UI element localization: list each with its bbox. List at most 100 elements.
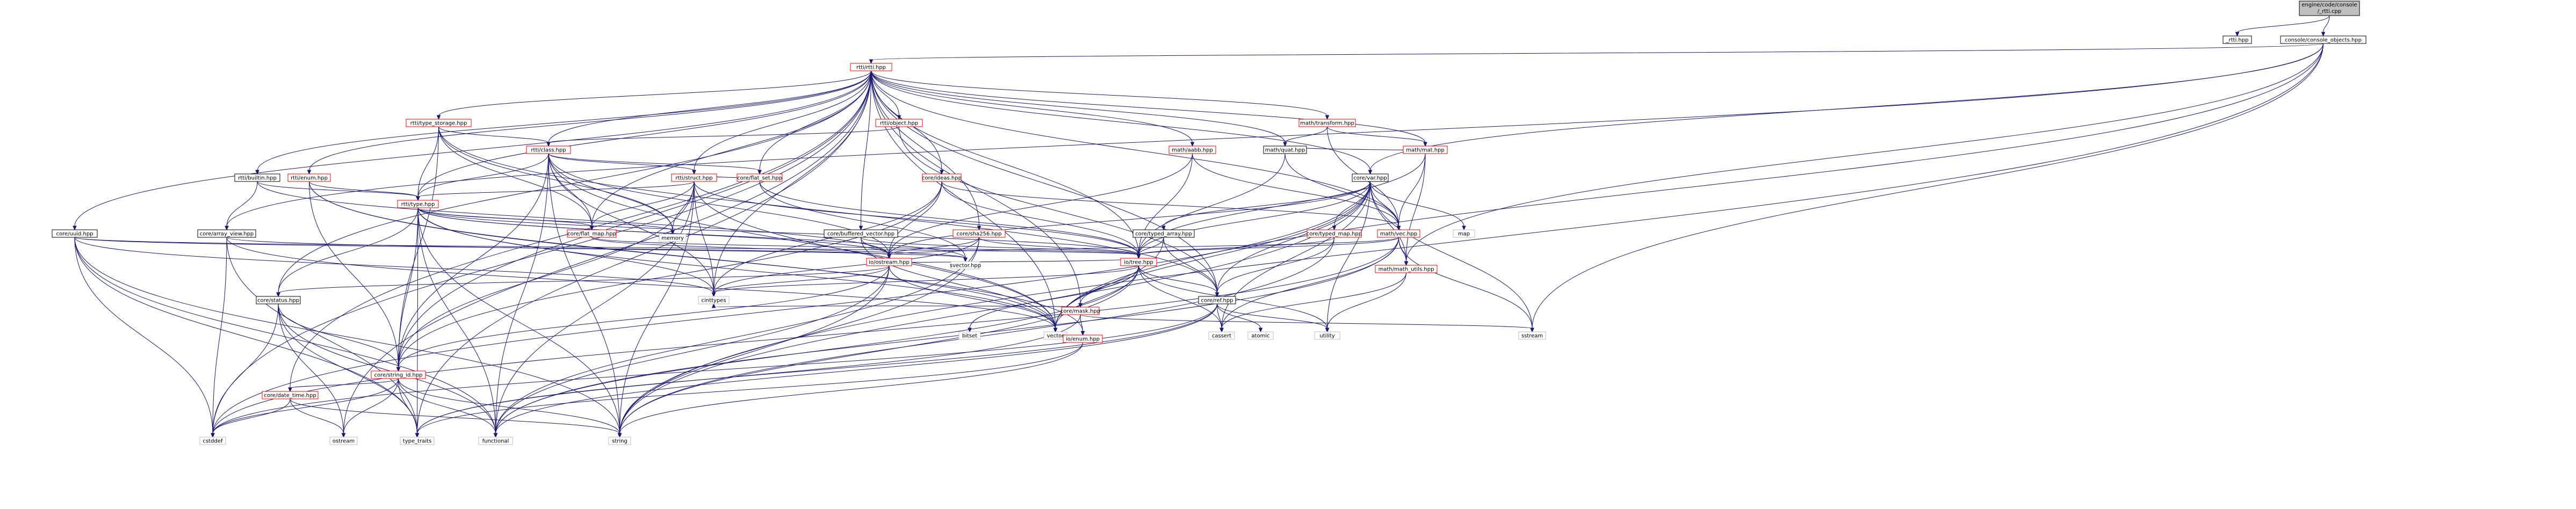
- node-box: [1247, 331, 1274, 340]
- edge-rtti-struct-to-rtti-type: [416, 181, 695, 201]
- edge-rtti-type-storage-to-rtti-class: [438, 126, 551, 147]
- edge-math-utils-to-utility: [1325, 272, 1406, 333]
- node-math-mat[interactable]: math/mat.hpp: [1403, 146, 1448, 154]
- node-label: atomic: [1251, 333, 1269, 339]
- node-core-date-time[interactable]: core/date_time.hpp: [262, 391, 319, 399]
- node-bitset: bitset: [958, 331, 981, 340]
- node-label: core/mask.hpp: [1060, 309, 1100, 315]
- node-label: console/console_objects.hpp: [2285, 38, 2362, 43]
- node-core-array-view[interactable]: core/array_view.hpp: [197, 229, 256, 238]
- node-label: rtti/struct.hpp: [675, 176, 712, 181]
- node-label: io/enum.hpp: [1066, 337, 1100, 343]
- node-box: [1063, 335, 1103, 343]
- node-console-objects[interactable]: console/console_objects.hpp: [2280, 35, 2366, 44]
- edge-rtti-builtin-to-core-array-view: [225, 181, 258, 231]
- node-label: core/buffered_vector.hpp: [827, 231, 894, 237]
- edge-core-mask-to-sstream: [1080, 314, 1534, 333]
- node--rtti-hpp[interactable]: _rtti.hpp: [2223, 35, 2252, 44]
- edge-rtti-class-to-rtti-type: [416, 153, 549, 201]
- node-rtti-enum[interactable]: rtti/enum.hpp: [287, 173, 331, 182]
- node-core-ideas[interactable]: core/ideas.hpp: [922, 173, 962, 182]
- edge-io-ostream-to-cinttypes: [711, 265, 890, 297]
- edge-rtti-rtti-to-type-traits: [415, 70, 871, 438]
- node-math-vec[interactable]: math/vec.hpp: [1377, 229, 1420, 238]
- node-label: /_rtti.cpp: [2318, 9, 2341, 14]
- node-rtti-type[interactable]: rtti/type.hpp: [397, 200, 439, 208]
- node-box: [608, 437, 631, 445]
- edge-core-var-to-sstream: [1370, 181, 1534, 333]
- edge-io-tree-to-string: [617, 265, 1139, 438]
- edge-core-var-to-core-ref: [1215, 181, 1370, 297]
- node-math-transform[interactable]: math/transform.hpp: [1298, 119, 1356, 127]
- node-core-flat-set[interactable]: core/flat_set.hpp: [737, 173, 783, 182]
- node-box: [2299, 1, 2360, 16]
- node-rtti-type-storage[interactable]: rtti/type_storage.hpp: [406, 119, 472, 127]
- edge-math-quat-to-math-vec: [1285, 153, 1401, 231]
- edge-core-var-to-cstddef: [211, 181, 1370, 438]
- edge-rtti-object-to-rtti-class: [546, 126, 899, 147]
- node-core-var[interactable]: core/var.hpp: [1352, 173, 1389, 182]
- edge-rtti-enum-to-rtti-type: [309, 181, 420, 201]
- edge-console-objects-to-string: [617, 43, 2324, 438]
- node-box: [1352, 173, 1389, 182]
- edge-math-vec-to-io-tree: [1136, 237, 1399, 259]
- node-core-flat-map[interactable]: core/flat_map.hpp: [567, 229, 617, 238]
- edge-core-ref-to-type-traits: [415, 303, 1217, 438]
- node-core-typed-map[interactable]: core/typed_map.hpp: [1307, 229, 1362, 238]
- node-cstddef: cstddef: [199, 437, 226, 445]
- node-core-ref[interactable]: core/ref.hpp: [1198, 296, 1236, 304]
- node-label: string: [612, 439, 627, 445]
- node-math-utils[interactable]: math/math_utils.hpp: [1375, 265, 1438, 273]
- node-io-enum[interactable]: io/enum.hpp: [1063, 335, 1103, 343]
- node-core-uuid[interactable]: core/uuid.hpp: [52, 229, 98, 238]
- node-box: [950, 261, 980, 270]
- node-core-status[interactable]: core/status.hpp: [256, 296, 301, 304]
- node-label: math/quat.hpp: [1265, 148, 1305, 154]
- node-string: string: [608, 437, 631, 445]
- node-core-sha256[interactable]: core/sha256.hpp: [953, 229, 1006, 238]
- edge-core-status-to-ostream: [278, 303, 346, 438]
- node-math-quat[interactable]: math/quat.hpp: [1263, 146, 1307, 154]
- edge-core-var-to-map: [1370, 181, 1466, 231]
- edge-rtti-rtti-to-math-mat: [871, 70, 1427, 147]
- edge-core-ref-to-cassert: [1217, 303, 1224, 333]
- edge-rtti-type-to-string: [417, 207, 622, 438]
- edge-rtti-rtti-to-core-buffered-vector: [858, 70, 871, 231]
- node-core-mask[interactable]: core/mask.hpp: [1060, 307, 1100, 315]
- node-rtti-struct[interactable]: rtti/struct.hpp: [671, 173, 717, 182]
- node-io-tree[interactable]: io/tree.hpp: [1120, 258, 1157, 266]
- node-core-buffered-vector[interactable]: core/buffered_vector.hpp: [824, 229, 898, 238]
- edge-rtti-builtin-to-rtti-type: [257, 181, 420, 201]
- node-rtti-object[interactable]: rtti/object.hpp: [875, 119, 923, 127]
- node-box: [371, 370, 426, 379]
- node-core-string-id[interactable]: core/string_id.hpp: [371, 370, 426, 379]
- edge-rtti-rtti-to-core-string-id: [396, 70, 871, 372]
- node-box: [1198, 296, 1236, 304]
- node-label: rtti/type.hpp: [401, 202, 435, 208]
- edge-core-typed-map-to-core-ref: [1215, 237, 1334, 297]
- edge-core-ideas-to-math-vec: [941, 181, 1401, 231]
- node-rtti-class[interactable]: rtti/class.hpp: [526, 146, 571, 154]
- node-box: [659, 234, 687, 242]
- node-rtti-rtti[interactable]: rtti/rtti.hpp: [850, 63, 892, 71]
- node-label: io/tree.hpp: [1124, 260, 1153, 266]
- node-core-typed-array[interactable]: core/typed_array.hpp: [1132, 229, 1195, 238]
- node-box: [1298, 119, 1356, 127]
- node-utility: utility: [1314, 331, 1340, 340]
- node-math-aabb[interactable]: math/aabb.hpp: [1168, 146, 1216, 154]
- node-label: math/vec.hpp: [1380, 231, 1417, 237]
- edge-io-tree-to-core-ref: [1138, 265, 1220, 297]
- node-rtti-builtin[interactable]: rtti/builtin.hpp: [234, 173, 280, 182]
- node-box: [329, 437, 358, 445]
- edge-rtti-rtti-to-rtti-enum: [307, 70, 871, 175]
- edge-core-uuid-to-cstddef: [74, 237, 215, 438]
- edge-rtti-rtti-to-core-mask: [871, 70, 1083, 308]
- edge-core-status-to-core-string-id: [278, 303, 401, 372]
- node-label: core/ideas.hpp: [922, 176, 962, 181]
- node-io-ostream[interactable]: io/ostream.hpp: [866, 258, 912, 266]
- node-box: [958, 331, 981, 340]
- node-box: [2280, 35, 2366, 44]
- node-label: bitset: [962, 333, 977, 339]
